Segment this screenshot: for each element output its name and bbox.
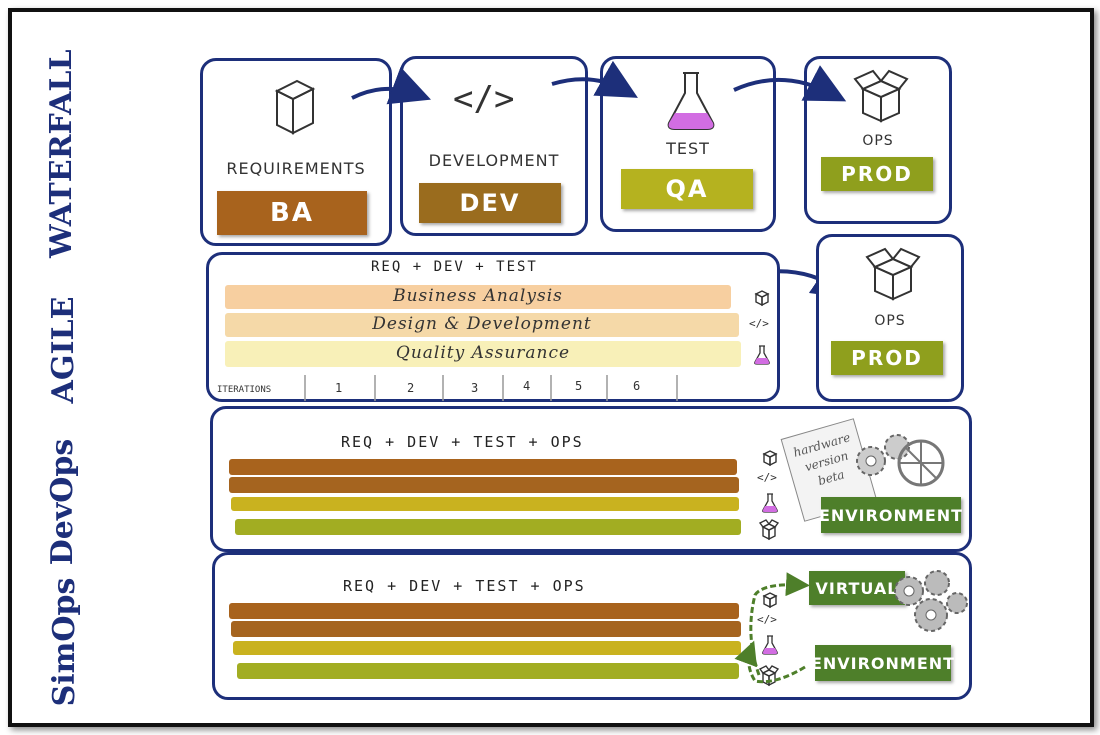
arrow-req-to-dev — [351, 66, 431, 105]
devops-header: REQ + DEV + TEST + OPS — [341, 433, 584, 451]
devops-band-3 — [231, 497, 739, 511]
iteration-3: 3 — [471, 381, 479, 395]
code-icon: </> — [749, 317, 769, 330]
iteration-dividers — [304, 375, 678, 401]
prod-tag-agile: PROD — [831, 341, 943, 375]
box-icon — [274, 79, 316, 135]
agile-band-dev: Design & Development — [225, 313, 739, 337]
requirements-stage: REQUIREMENTS BA — [200, 58, 392, 246]
development-stage: </> DEVELOPMENT DEV — [400, 56, 588, 236]
iteration-2: 2 — [407, 381, 415, 395]
arrow-test-to-ops — [733, 65, 847, 102]
open-box-icon — [758, 519, 780, 541]
test-title: TEST — [666, 139, 710, 158]
virtual-tag: VIRTUAL — [809, 571, 905, 605]
iteration-4: 4 — [523, 379, 531, 393]
simops-band-2 — [231, 621, 741, 637]
open-box-icon — [853, 69, 909, 123]
iteration-6: 6 — [633, 379, 641, 393]
devops-band-1 — [229, 459, 737, 475]
simops-connectors — [734, 572, 810, 684]
flask-icon — [762, 493, 778, 513]
ops-title-agile: OPS — [874, 313, 906, 329]
development-title: DEVELOPMENT — [428, 151, 560, 170]
simops-band-1 — [229, 603, 739, 619]
dev-tag: DEV — [419, 183, 561, 223]
agile-band-ba: Business Analysis — [225, 285, 731, 309]
code-icon: </> — [453, 79, 515, 119]
devops-label: DevOps — [45, 438, 80, 566]
iteration-5: 5 — [575, 379, 583, 393]
flask-icon — [762, 635, 778, 655]
simops-band-4 — [237, 663, 739, 679]
agile-label: AGILE — [46, 296, 81, 404]
flask-icon — [754, 345, 770, 365]
qa-tag: QA — [621, 169, 753, 209]
iteration-1: 1 — [335, 381, 343, 395]
agile-band-qa: Quality Assurance — [225, 341, 741, 367]
simops-container: REQ + DEV + TEST + OPS </> — [212, 552, 972, 700]
box-icon — [762, 450, 778, 467]
ops-title-waterfall: OPS — [862, 133, 894, 149]
environment-tag-devops: ENVIRONMENT — [819, 497, 962, 533]
flask-icon — [667, 72, 715, 130]
prod-tag-waterfall: PROD — [821, 157, 933, 191]
devops-band-2 — [229, 477, 739, 493]
diagram-frame: WATERFALL REQUIREMENTS BA </> DEVELOPMEN… — [8, 8, 1094, 727]
environment-tag-simops: ENVIRONMENT — [811, 645, 954, 681]
agile-container: REQ + DEV + TEST Business Analysis Desig… — [206, 252, 780, 402]
devops-container: REQ + DEV + TEST + OPS </> hardware vers… — [210, 406, 972, 552]
box-icon — [762, 592, 778, 609]
requirements-title: REQUIREMENTS — [226, 159, 366, 178]
simops-label: SimOps — [47, 577, 82, 707]
code-icon: </> — [757, 613, 777, 626]
code-icon: </> — [757, 471, 777, 484]
devops-band-4 — [235, 519, 741, 535]
box-icon — [754, 290, 770, 307]
open-box-icon — [865, 247, 921, 301]
arrow-dev-to-test — [551, 60, 638, 98]
ba-tag: BA — [217, 191, 367, 235]
agile-header: REQ + DEV + TEST — [371, 259, 538, 275]
gears-icon — [894, 570, 968, 632]
simops-band-3 — [233, 641, 741, 655]
gears-icon — [856, 434, 945, 487]
ops-stage-agile: OPS PROD — [816, 234, 964, 402]
simops-header: REQ + DEV + TEST + OPS — [343, 577, 586, 595]
iterations-label: ITERATIONS — [217, 385, 272, 395]
